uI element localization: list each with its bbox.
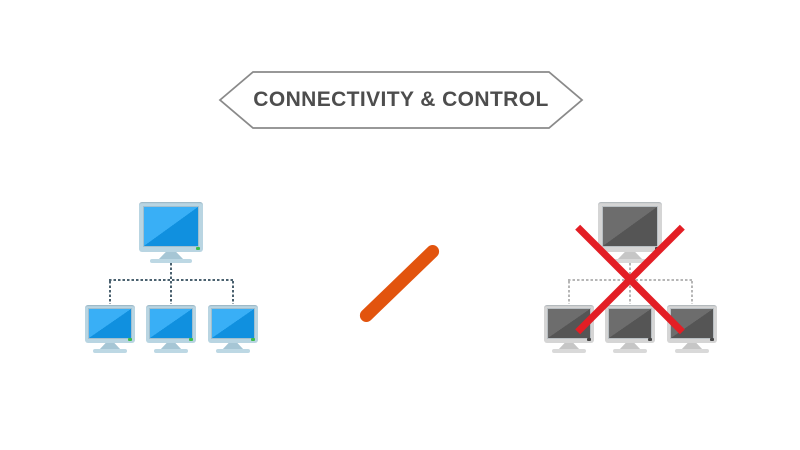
monitor-base bbox=[552, 349, 586, 353]
power-led-icon bbox=[189, 338, 193, 341]
monitor-frame bbox=[605, 305, 655, 343]
monitor-frame bbox=[146, 305, 196, 343]
monitor-screen bbox=[89, 309, 131, 338]
monitor-frame bbox=[139, 202, 203, 252]
connector-drop-2 bbox=[628, 281, 632, 304]
connector-drop-1 bbox=[108, 281, 112, 304]
banner-title: CONNECTIVITY & CONTROL bbox=[253, 88, 549, 111]
connector-drop-3 bbox=[690, 281, 694, 304]
monitor-base bbox=[675, 349, 709, 353]
client-monitor-offline-2 bbox=[605, 305, 655, 353]
banner-hexagon-shape bbox=[218, 71, 584, 129]
power-led-icon bbox=[648, 338, 652, 341]
monitor-base bbox=[216, 349, 250, 353]
monitor-stand bbox=[158, 252, 184, 260]
monitor-stand bbox=[99, 343, 121, 350]
monitor-screen bbox=[144, 207, 198, 246]
hub-monitor-offline bbox=[598, 202, 662, 263]
monitor-base bbox=[93, 349, 127, 353]
connector-drop-3 bbox=[231, 281, 235, 304]
connector-hub-drop bbox=[628, 263, 632, 279]
connector-bus-line bbox=[108, 278, 234, 281]
power-led-icon bbox=[587, 338, 591, 341]
slash-icon bbox=[357, 242, 442, 325]
client-monitor-2 bbox=[146, 305, 196, 353]
monitor-screen bbox=[609, 309, 651, 338]
connector-hub-drop bbox=[169, 263, 173, 279]
title-banner: CONNECTIVITY & CONTROL bbox=[218, 70, 584, 130]
monitor-base bbox=[613, 349, 647, 353]
client-monitor-1 bbox=[85, 305, 135, 353]
monitor-stand bbox=[619, 343, 641, 350]
power-led-icon bbox=[128, 338, 132, 341]
client-monitor-3 bbox=[208, 305, 258, 353]
monitor-screen bbox=[212, 309, 254, 338]
monitor-stand bbox=[558, 343, 580, 350]
connector-drop-1 bbox=[567, 281, 571, 304]
power-led-icon bbox=[196, 247, 200, 250]
monitor-base bbox=[154, 349, 188, 353]
monitor-stand bbox=[160, 343, 182, 350]
hub-monitor bbox=[139, 202, 203, 263]
monitor-screen bbox=[603, 207, 657, 246]
monitor-stand bbox=[681, 343, 703, 350]
monitor-stand bbox=[222, 343, 244, 350]
power-led-icon bbox=[251, 338, 255, 341]
connected-network-group bbox=[60, 200, 300, 365]
monitor-screen bbox=[150, 309, 192, 338]
client-monitor-offline-1 bbox=[544, 305, 594, 353]
monitor-frame bbox=[208, 305, 258, 343]
power-led-icon bbox=[710, 338, 714, 341]
monitor-frame bbox=[85, 305, 135, 343]
monitor-stand bbox=[617, 252, 643, 260]
connector-drop-2 bbox=[169, 281, 173, 304]
monitor-base bbox=[150, 259, 192, 263]
monitor-frame bbox=[598, 202, 662, 252]
disconnected-network-group bbox=[519, 200, 759, 365]
monitor-base bbox=[609, 259, 651, 263]
